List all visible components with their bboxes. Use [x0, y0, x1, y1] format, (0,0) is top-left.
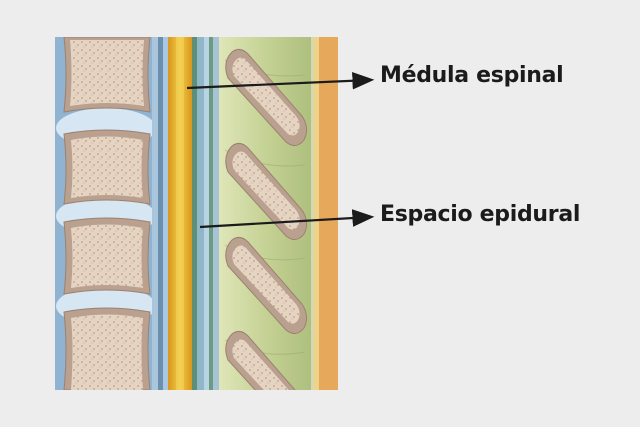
skin-layer: [319, 37, 338, 390]
spinous-processes: [225, 48, 308, 390]
vertebral-bodies: [63, 37, 151, 390]
epidural-space: [192, 37, 219, 390]
spinal-cord: [168, 37, 192, 390]
label-epidural-space: Espacio epidural: [380, 202, 581, 227]
arrow-pointer-epidural: [199, 209, 375, 229]
label-spinal-cord: Médula espinal: [380, 63, 564, 88]
arrow-pointer-spinal-cord: [186, 71, 375, 90]
